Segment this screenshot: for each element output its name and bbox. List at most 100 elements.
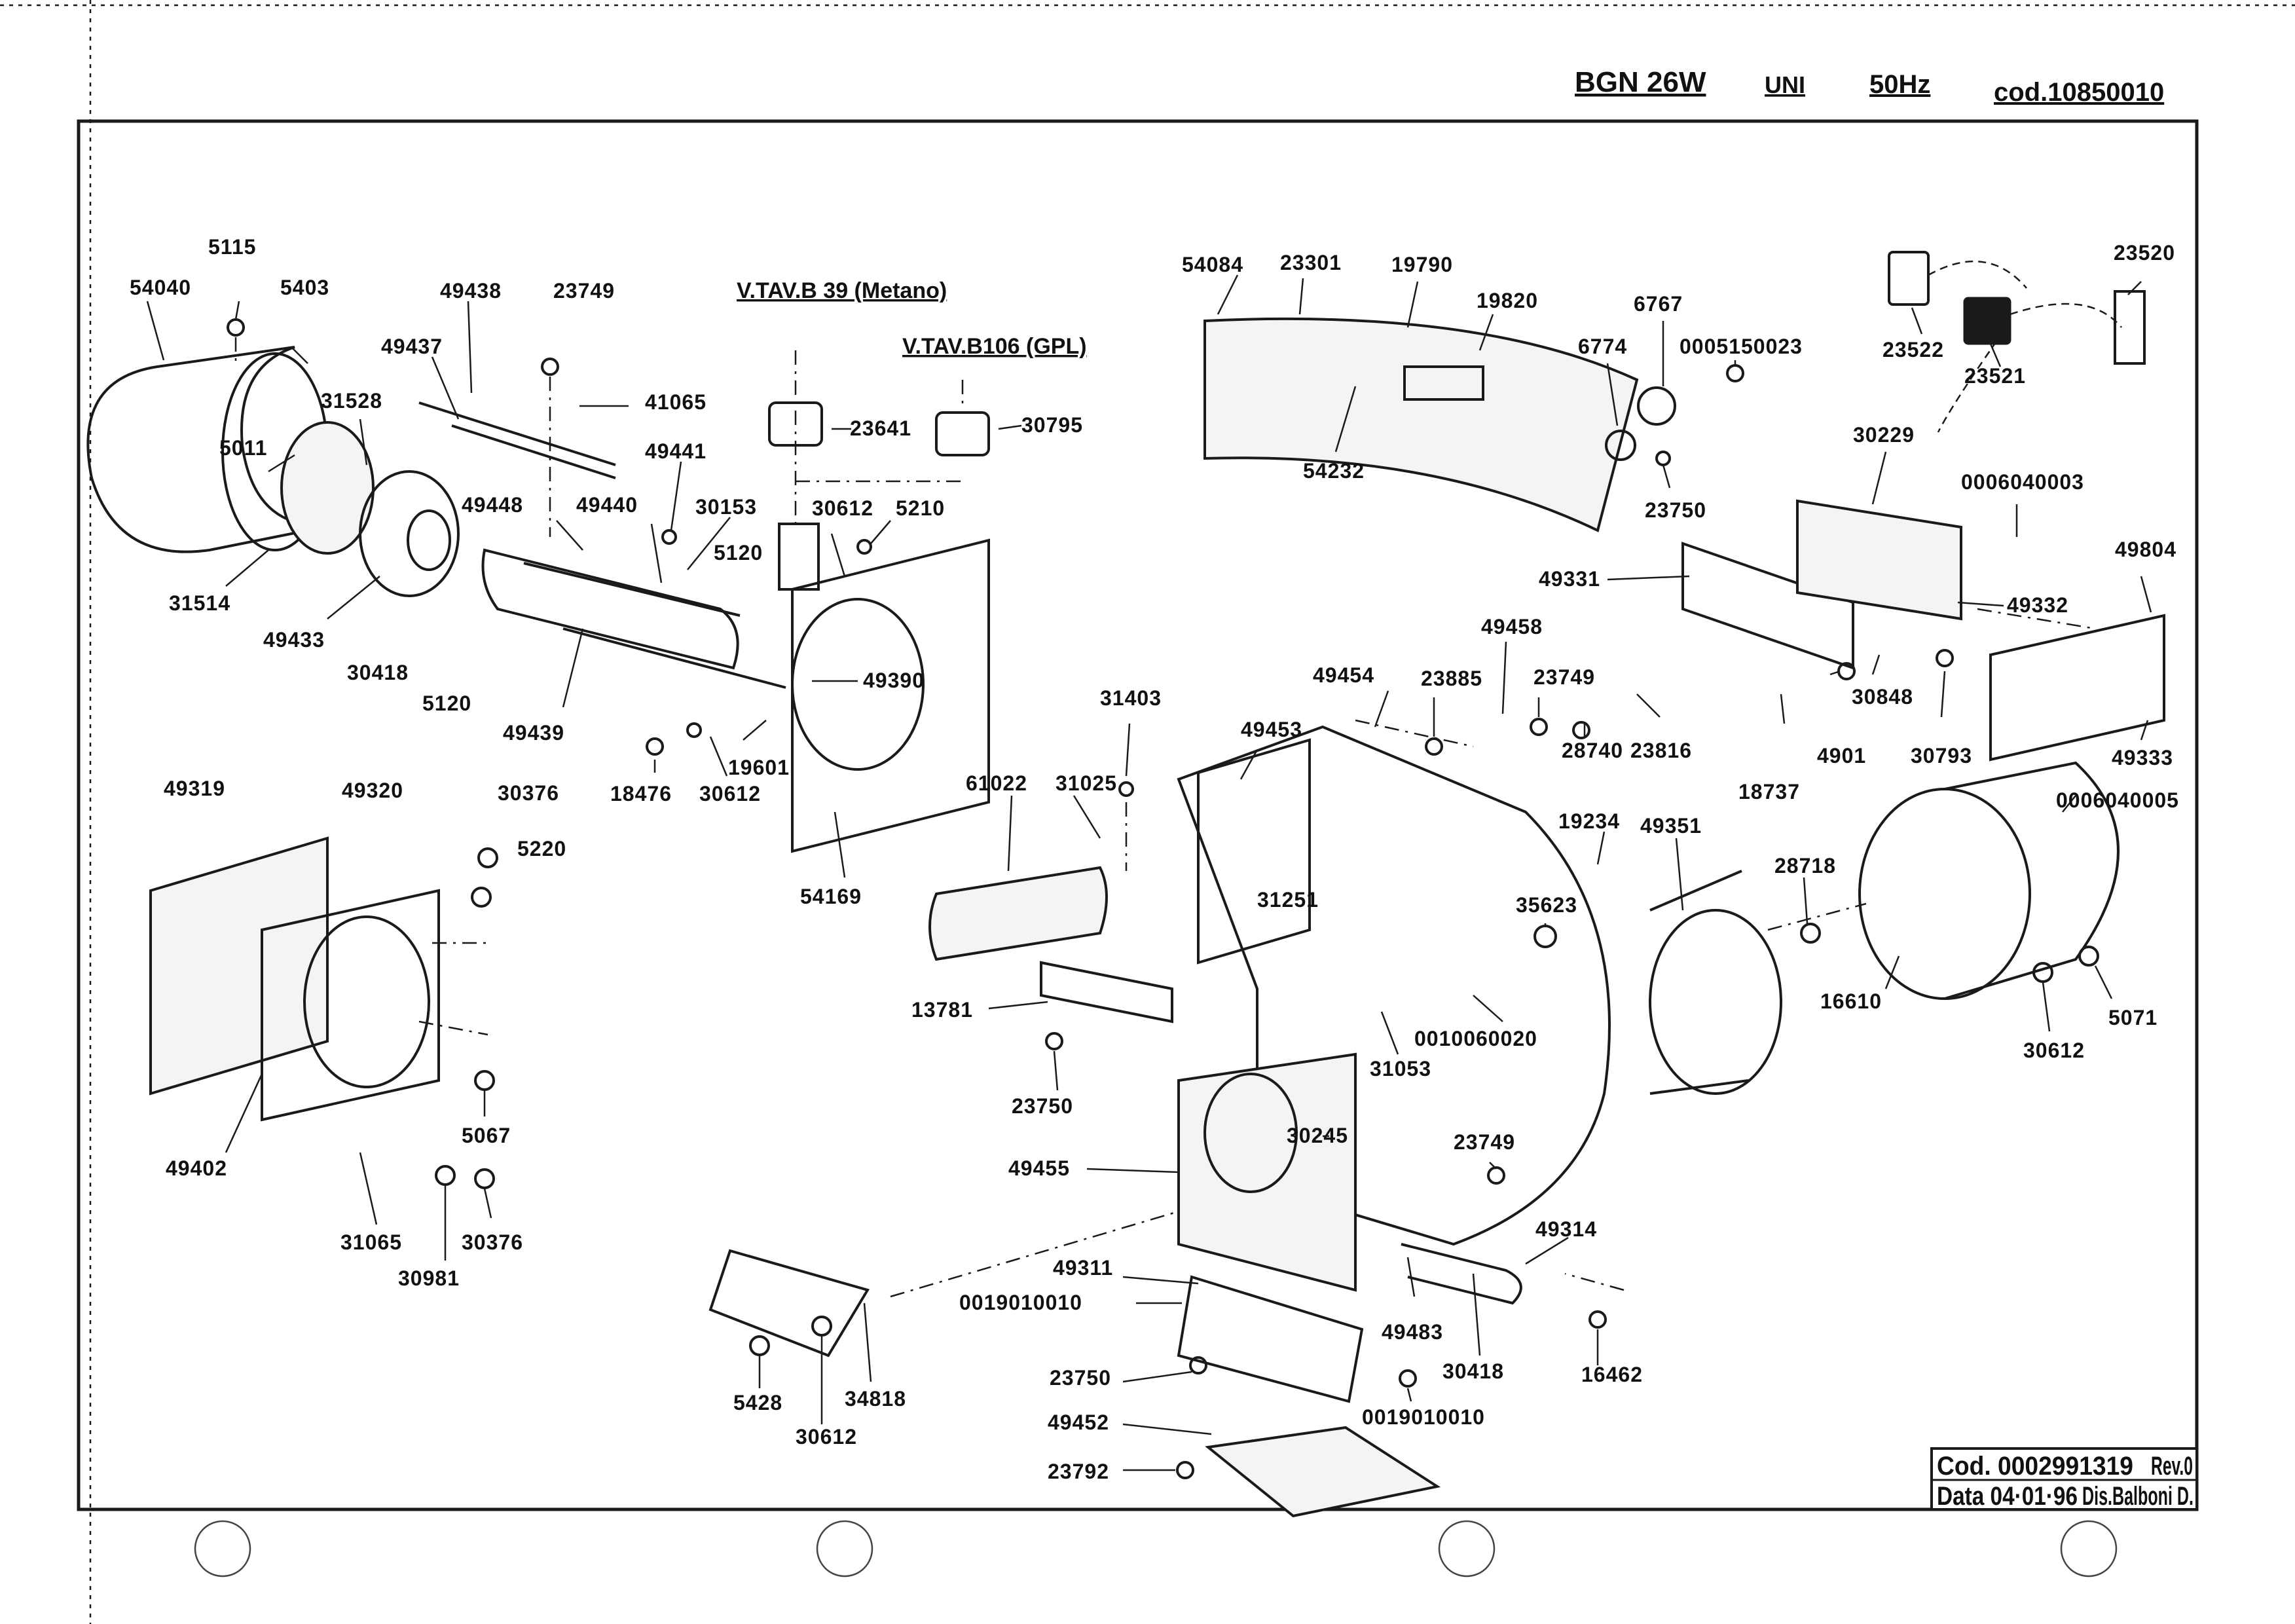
connector-23520	[2114, 290, 2146, 365]
label-31065: 31065	[340, 1230, 402, 1254]
axis-terminal	[1977, 608, 2096, 630]
label-13781: 13781	[911, 998, 973, 1022]
label-54040: 54040	[130, 276, 191, 299]
label-31528: 31528	[321, 389, 382, 413]
label-30848: 30848	[1852, 685, 1913, 709]
side-plate-49453	[1197, 738, 1311, 965]
label-35623: 35623	[1516, 893, 1577, 917]
label-19234: 19234	[1558, 809, 1620, 833]
label-49453: 49453	[1241, 718, 1302, 741]
connector-cables	[1928, 260, 2122, 433]
title-block: Cod. 0002991319 Rev.0 Data 04·01·96 Dis.…	[1930, 1447, 2198, 1511]
nut-30376b	[474, 1168, 495, 1189]
label-49804: 49804	[2115, 538, 2176, 561]
screw-0005150023	[1726, 364, 1744, 382]
label-23520: 23520	[2114, 241, 2175, 265]
washer-5220	[471, 887, 492, 908]
label-23816: 23816	[1630, 739, 1692, 762]
label-5403: 5403	[280, 276, 329, 299]
label-31251: 31251	[1257, 888, 1319, 912]
screw-23750b	[1045, 1032, 1063, 1050]
model-code: BGN 26W	[1575, 66, 1706, 98]
washer-30612d	[811, 1316, 832, 1337]
nut-30793	[1936, 649, 1954, 667]
label-49311: 49311	[1053, 1256, 1113, 1280]
label-49333: 49333	[2112, 746, 2173, 769]
label-30612d: 30612	[796, 1425, 857, 1449]
flange-gasket	[149, 836, 329, 1096]
label-5220: 5220	[517, 837, 566, 860]
gas-manifold-plate	[791, 538, 990, 853]
label-30612b: 30612	[699, 782, 761, 805]
connector-23522	[1888, 251, 1930, 306]
binder-hole-4	[2060, 1520, 2118, 1578]
label-19820: 19820	[1477, 289, 1538, 312]
label-54169: 54169	[800, 885, 862, 908]
terminal-cover	[1989, 614, 2165, 762]
sight-glass-6774	[1605, 430, 1636, 461]
label-5210: 5210	[896, 496, 945, 520]
label-41065: 41065	[645, 390, 707, 414]
label-18737: 18737	[1738, 780, 1800, 803]
label-49402: 49402	[166, 1156, 227, 1180]
gas-inlet-elbow	[778, 523, 820, 591]
label-4901: 4901	[1817, 744, 1866, 767]
label-0005150023: 0005150023	[1680, 335, 1803, 358]
draftsman: Dis.Balboni D.	[2082, 1482, 2194, 1511]
label-23641: 23641	[850, 416, 911, 440]
fan-wheel	[1649, 909, 1782, 1095]
label-30418a: 30418	[347, 661, 409, 684]
gas-plate-opening	[791, 598, 925, 771]
label-6767: 6767	[1634, 292, 1683, 316]
screw-23749c	[1487, 1166, 1505, 1185]
washer-30612c	[2032, 962, 2053, 983]
label-5071: 5071	[2108, 1006, 2157, 1029]
note-gpl: V.TAV.B106 (GPL)	[902, 334, 1087, 359]
housing-air-intake	[1203, 1073, 1298, 1193]
cover-label-plate	[1403, 365, 1484, 401]
motor-body	[1944, 761, 2120, 1000]
label-31514: 31514	[169, 591, 230, 615]
screw-23750c	[1189, 1356, 1207, 1375]
screw-5428	[749, 1335, 770, 1356]
burner-flange-bore	[303, 915, 430, 1088]
label-30981: 30981	[398, 1266, 460, 1290]
label-19601: 19601	[728, 756, 790, 779]
label-23750a: 23750	[1645, 498, 1706, 522]
label-49455: 49455	[1008, 1156, 1070, 1180]
screw-5115	[227, 318, 245, 337]
label-23301: 23301	[1280, 251, 1342, 274]
nipple-6767	[1637, 386, 1676, 426]
inspection-plate	[708, 1249, 870, 1357]
label-0010060020: 0010060020	[1414, 1027, 1537, 1050]
label-30612a: 30612	[812, 496, 873, 520]
label-49390: 49390	[863, 669, 925, 692]
label-23750b: 23750	[1012, 1094, 1073, 1118]
label-54232: 54232	[1303, 459, 1365, 483]
label-23792: 23792	[1048, 1460, 1109, 1483]
label-54084: 54084	[1182, 253, 1243, 276]
gas-notes: V.TAV.B 39 (Metano) V.TAV.B106 (GPL)	[737, 278, 1087, 359]
drawing-frame	[77, 119, 2199, 1511]
axis-flange-bottom	[418, 1020, 488, 1036]
label-49433: 49433	[263, 628, 325, 652]
drawing-date: Data 04·01·96	[1937, 1482, 2078, 1511]
connector-23521	[1963, 297, 2011, 345]
motor-flange	[1858, 788, 2031, 1000]
screw-5071	[2078, 946, 2099, 967]
washer-30981	[435, 1165, 456, 1186]
binder-hole-2	[816, 1520, 873, 1578]
label-30418b: 30418	[1442, 1359, 1504, 1383]
binder-hole-3	[1438, 1520, 1496, 1578]
washer-30612b	[686, 722, 702, 738]
label-49331: 49331	[1539, 567, 1600, 591]
label-18476: 18476	[610, 782, 672, 805]
label-23521: 23521	[1964, 364, 2026, 388]
label-28718: 28718	[1774, 854, 1836, 877]
label-0006040005: 0006040005	[2056, 788, 2179, 812]
header: BGN 26W UNI 50Hz cod.10850010	[1575, 66, 2164, 107]
label-5428: 5428	[733, 1391, 782, 1414]
label-30376a: 30376	[498, 781, 559, 805]
catalog-code: cod.10850010	[1994, 78, 2164, 107]
